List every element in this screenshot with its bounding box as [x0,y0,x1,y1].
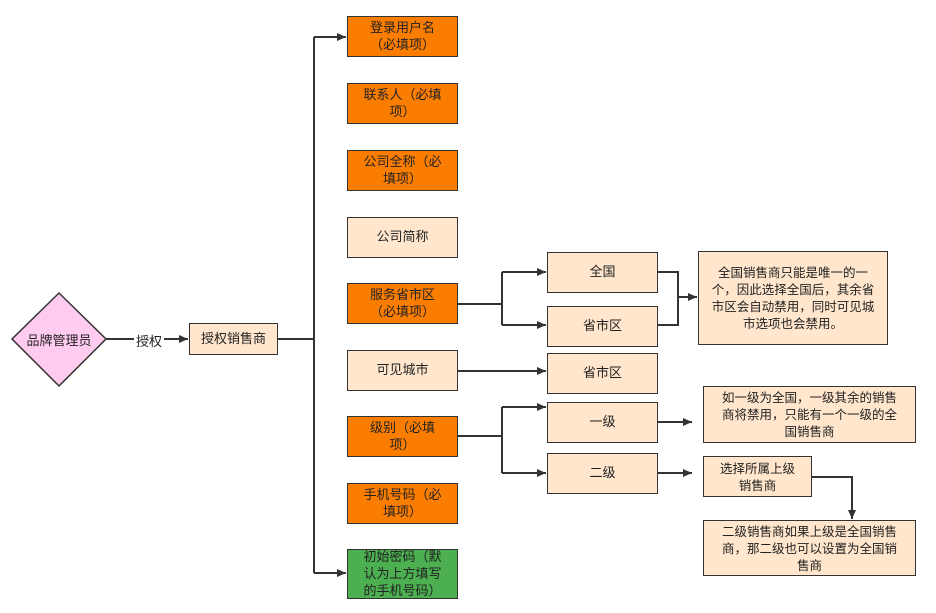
authorize-edge-label: 授权 [134,331,165,350]
brand-manager-label: 品牌管理员 [26,333,92,349]
company-short-node[interactable]: 公司简称 [347,217,458,258]
level-node[interactable]: 级别（必填 项） [347,416,458,457]
phone-node[interactable]: 手机号码（必 填项） [347,483,458,524]
level-one-node[interactable]: 一级 [547,402,658,443]
note-level-two: 二级销售商如果上级是全国销售 商，那二级也可以设置为全国销 售商 [703,520,916,576]
note-select-parent: 选择所属上级 销售商 [703,456,812,497]
note-nationwide: 全国销售商只能是唯一的一 个，因此选择全国后，其余省 市区会自动禁用，同时可见城… [698,251,888,345]
note-level-one: 如一级为全国，一级其余的销售 商将禁用，只能有一个一级的全 国销售商 [703,386,916,443]
contact-node[interactable]: 联系人（必填 项） [347,83,458,124]
service-region-node[interactable]: 服务省市区 （必填项） [347,283,458,324]
brand-manager-diamond[interactable] [10,291,108,388]
authorize-dealer-node[interactable]: 授权销售商 [189,323,278,355]
province-city-node-2[interactable]: 省市区 [547,353,658,394]
nationwide-node[interactable]: 全国 [547,252,658,293]
province-city-node-1[interactable]: 省市区 [547,306,658,347]
level-two-node[interactable]: 二级 [547,453,658,494]
company-full-node[interactable]: 公司全称（必 填项） [347,150,458,191]
login-username-node[interactable]: 登录用户名 （必填项） [347,16,458,57]
visible-city-node[interactable]: 可见城市 [347,350,458,391]
init-password-node[interactable]: 初始密码（默 认为上方填写 的手机号码） [347,549,458,599]
edge-to-note-level-two [812,476,856,519]
